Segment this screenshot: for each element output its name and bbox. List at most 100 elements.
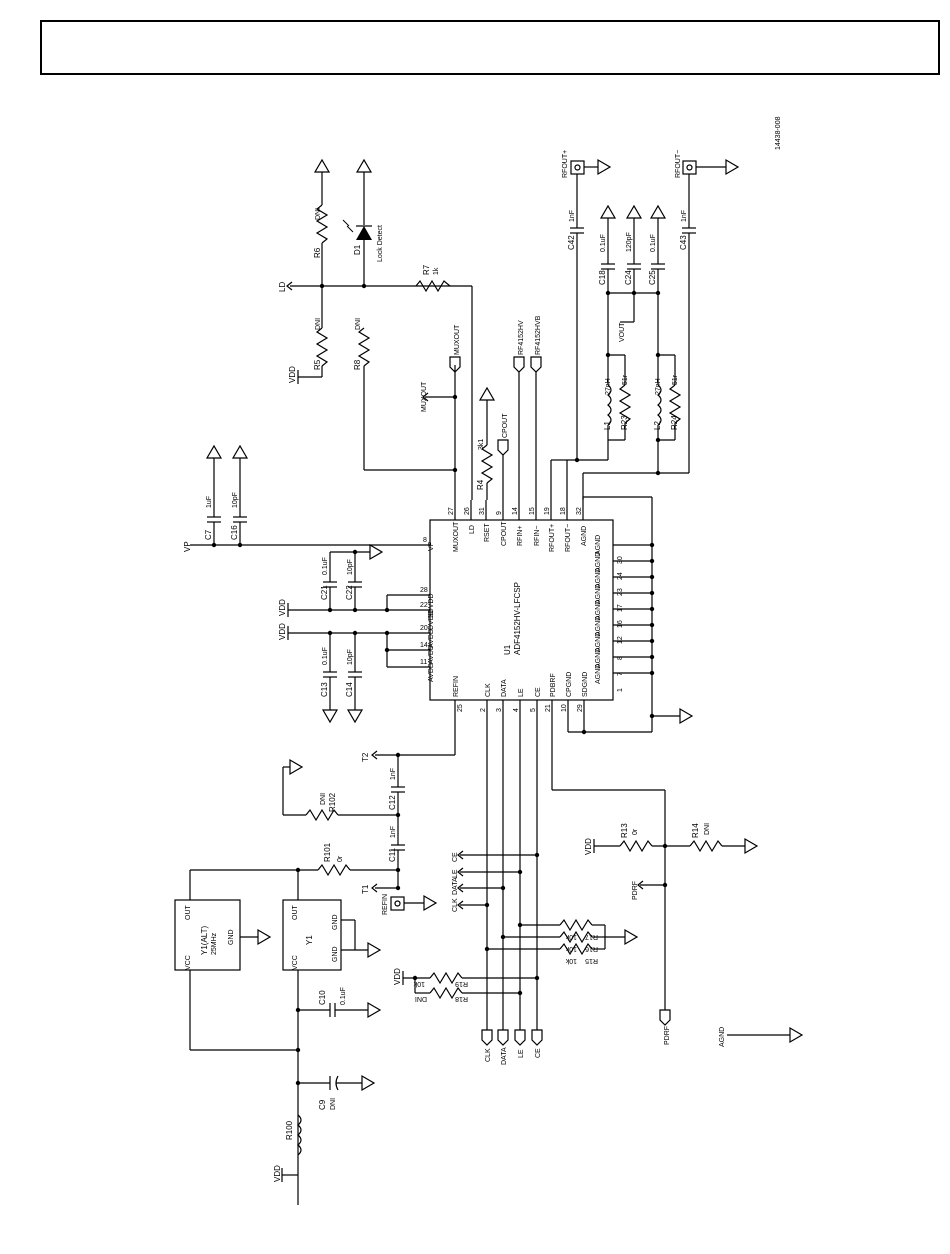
svg-text:DNI: DNI: [315, 318, 322, 330]
svg-text:AGND: AGND: [595, 632, 602, 652]
pin-number: 28: [420, 587, 428, 594]
svg-text:AGND: AGND: [719, 1027, 726, 1047]
svg-text:C12: C12: [388, 795, 397, 810]
led-d1: [356, 226, 372, 240]
svg-text:REFIN: REFIN: [382, 894, 389, 915]
svg-text:PDBRF: PDBRF: [550, 673, 557, 697]
svg-text:4: 4: [513, 708, 520, 712]
ground-icon: [725, 158, 740, 176]
svg-text:R8: R8: [353, 359, 362, 370]
resistor-r13: [619, 839, 653, 853]
reference-input: T2 C12 1nF R102 DNI C11 1nF R101 0r T1: [190, 716, 456, 915]
title-block: [40, 20, 940, 75]
pin-name: VP: [428, 541, 435, 551]
svg-text:0.1uF: 0.1uF: [322, 647, 329, 665]
svg-text:DNI: DNI: [315, 208, 322, 220]
resistor-r19: [429, 971, 463, 985]
rset-cpout-rfin: R4 3k1 CPOUT RF4152HV RF4152HVB: [476, 315, 542, 500]
svg-text:5: 5: [530, 708, 537, 712]
lock-detect-circuit: R6 DNI D1 Lock Detect LD R7 1k VDD R5 DN…: [278, 158, 473, 500]
pin-name: AVDD: [428, 645, 435, 664]
svg-text:DNI: DNI: [355, 318, 362, 330]
svg-text:R14: R14: [691, 823, 700, 838]
svg-text:DNI: DNI: [704, 823, 711, 835]
svg-text:D1: D1: [353, 244, 362, 255]
svg-text:25: 25: [457, 704, 464, 712]
resistor-r7: [415, 279, 451, 293]
svg-text:0r: 0r: [337, 855, 344, 862]
svg-text:AGND: AGND: [595, 648, 602, 668]
ground-icon: [597, 158, 612, 176]
svg-text:PDRF: PDRF: [632, 881, 639, 900]
svg-text:CPGND: CPGND: [566, 672, 573, 697]
svg-text:R15: R15: [585, 957, 598, 964]
svg-text:RFOUT−: RFOUT−: [675, 150, 682, 178]
svg-text:1nF: 1nF: [390, 768, 397, 780]
svg-text:10k: 10k: [565, 945, 577, 952]
svg-text:15: 15: [529, 507, 536, 515]
svg-text:CE: CE: [535, 687, 542, 697]
svg-text:R19: R19: [455, 980, 468, 987]
ground-icon: [423, 894, 438, 912]
svg-text:CPOUT: CPOUT: [501, 521, 508, 546]
svg-text:PDRF: PDRF: [664, 1026, 671, 1045]
svg-text:LE: LE: [452, 869, 459, 878]
inductor-l1: [607, 384, 612, 426]
pin-number: 14: [420, 642, 428, 649]
svg-text:CE: CE: [535, 1048, 542, 1058]
ground-icon: [625, 204, 643, 219]
svg-text:21: 21: [545, 704, 552, 712]
svg-text:10pF: 10pF: [347, 559, 354, 575]
svg-text:0r: 0r: [632, 828, 639, 835]
ground-icon: [321, 709, 339, 724]
resistor-r8: [357, 327, 371, 367]
svg-text:1: 1: [617, 688, 624, 692]
svg-text:DNI: DNI: [415, 995, 427, 1002]
svg-text:VDD: VDD: [273, 1165, 282, 1182]
svg-text:3k1: 3k1: [478, 439, 485, 450]
svg-text:C18: C18: [598, 270, 607, 285]
svg-text:DNI: DNI: [330, 1098, 337, 1110]
svg-text:C16: C16: [230, 525, 239, 540]
inductor-r100: [297, 1114, 302, 1156]
pin-number: 22: [420, 602, 428, 609]
svg-text:31: 31: [479, 507, 486, 515]
svg-text:RFOUT+: RFOUT+: [562, 150, 569, 178]
svg-text:30: 30: [617, 556, 624, 564]
svg-text:C13: C13: [320, 682, 329, 697]
svg-text:C10: C10: [318, 990, 327, 1005]
svg-text:T2: T2: [361, 752, 370, 762]
svg-text:2: 2: [480, 708, 487, 712]
ground-icon: [346, 709, 364, 724]
svg-text:R100: R100: [285, 1120, 294, 1140]
inductor-l2: [657, 384, 662, 426]
pin-name: AVDD: [428, 663, 435, 682]
resistor-r6: [315, 204, 329, 244]
svg-text:26: 26: [464, 507, 471, 515]
svg-text:R17: R17: [585, 933, 598, 940]
svg-text:Lock Detect: Lock Detect: [377, 225, 384, 262]
resistor-r4: [480, 444, 494, 484]
svg-text:10: 10: [561, 704, 568, 712]
svg-text:VDD: VDD: [278, 599, 287, 616]
svg-text:GND: GND: [332, 946, 339, 962]
svg-text:C25: C25: [648, 270, 657, 285]
port-rfin-plus: [513, 356, 525, 373]
svg-text:VCC: VCC: [185, 955, 192, 970]
svg-text:T1: T1: [361, 884, 370, 894]
svg-text:AGND: AGND: [595, 568, 602, 588]
svg-text:VDD: VDD: [278, 623, 287, 640]
resistor-r16: [559, 930, 593, 944]
ground-icon: [478, 386, 496, 401]
svg-text:VDD: VDD: [584, 838, 593, 855]
svg-text:OUT: OUT: [292, 905, 299, 921]
svg-text:1nF: 1nF: [569, 210, 576, 222]
pin-name: AVDD: [428, 629, 435, 648]
svg-text:GND: GND: [332, 914, 339, 930]
svg-text:10pF: 10pF: [347, 649, 354, 665]
svg-text:R16: R16: [585, 945, 598, 952]
svg-text:R24: R24: [670, 415, 679, 430]
svg-text:RFIN−: RFIN−: [534, 526, 541, 546]
svg-text:25MHz: 25MHz: [211, 932, 218, 955]
